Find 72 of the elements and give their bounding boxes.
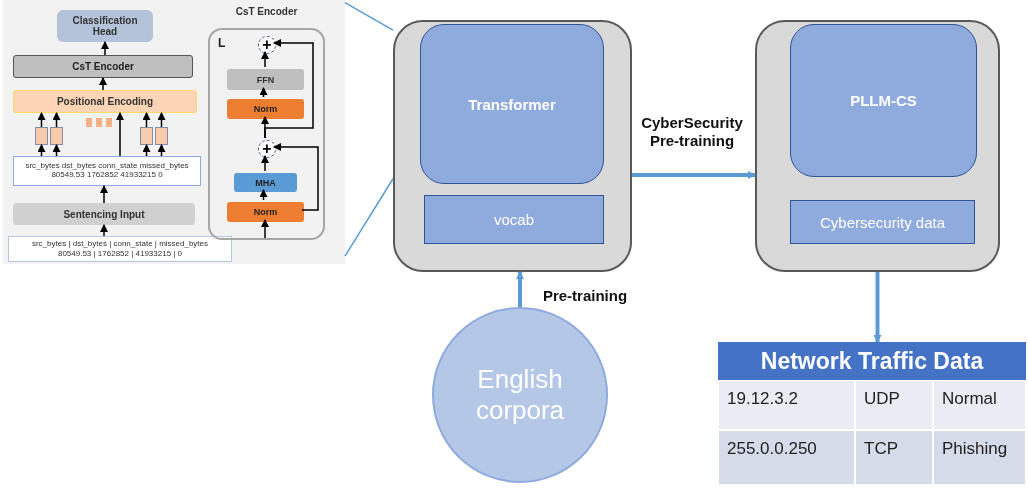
data-box [790,200,975,244]
node-label: vocab [493,211,535,228]
model-container [393,20,632,272]
arrow [157,144,166,157]
arrow [261,219,269,239]
arrow [99,77,107,91]
table-cell: 19.12.3.2 [718,380,855,430]
node-label: + [261,37,273,53]
arrow [261,155,269,172]
node-label: Positional Encoding [55,96,155,107]
arrow [261,51,269,68]
norm-box [227,202,304,222]
input-table [8,236,232,262]
model-box [420,24,604,184]
table-header: Network Traffic Data [718,342,1026,380]
node-label: Norm [252,207,279,217]
node-label: FFN [255,74,276,85]
table-cell: TCP [855,430,933,485]
node-label: CsT Encoder [71,61,135,72]
node-label: src_bytes dst_bytes conn_state missed_bytes 80549.53 1762852 41933215 0 [24,162,190,180]
arrow [264,39,314,139]
table-cell: Normal [933,380,1026,430]
arrow [259,87,268,98]
node-label: MHA [254,177,277,188]
arrow [101,41,109,56]
token-box [35,127,48,145]
node-label: Classification Head [71,15,139,37]
table-cell: 255.0.0.250 [718,430,855,485]
node-label: English corpora [474,364,566,426]
table-cell: Phishing [933,430,1026,485]
ffn-box [227,69,304,90]
arrow [273,143,319,211]
arrow [52,112,61,128]
arrow [142,112,151,128]
arrow [157,112,166,128]
arrow [142,144,151,157]
node-label: Norm [252,104,279,114]
node-label: Cybersecurity data [818,213,947,231]
token-box [50,127,63,145]
sentence-box [13,156,201,186]
arrow [100,185,108,204]
classification-box [57,10,153,42]
layer-count: L [218,36,226,50]
arrow [52,144,61,157]
data-table [718,342,1026,485]
node-label: + [261,141,273,157]
table-row-text: 80549.53 | 1762852 | 41933215 | 0 [56,249,184,259]
arrow [100,224,108,237]
norm-box [227,99,304,119]
node-label: Transformer [467,95,557,113]
input-box [13,203,195,225]
arrow [632,171,756,179]
encoding-bar [13,90,197,113]
arrow [516,271,524,307]
node-label: PLLM-CS [849,92,918,109]
table-row-text: src_bytes | dst_bytes | conn_state | missed_bytes [30,239,210,249]
encoder-box [13,55,193,78]
block-title: CsT Encoder [234,6,299,17]
arrow [259,189,268,201]
model-container [755,20,1000,272]
token-box [140,127,153,145]
figure-panel [3,0,345,264]
attention-box [234,173,297,192]
model-box [790,24,977,177]
data-box [424,195,604,244]
table-cell: UDP [855,380,933,430]
arrow [873,272,882,343]
arrow [37,144,46,157]
arrow [37,112,46,128]
token-box [155,127,168,145]
node-label: Sentencing Input [62,208,146,220]
arrow [116,112,124,157]
